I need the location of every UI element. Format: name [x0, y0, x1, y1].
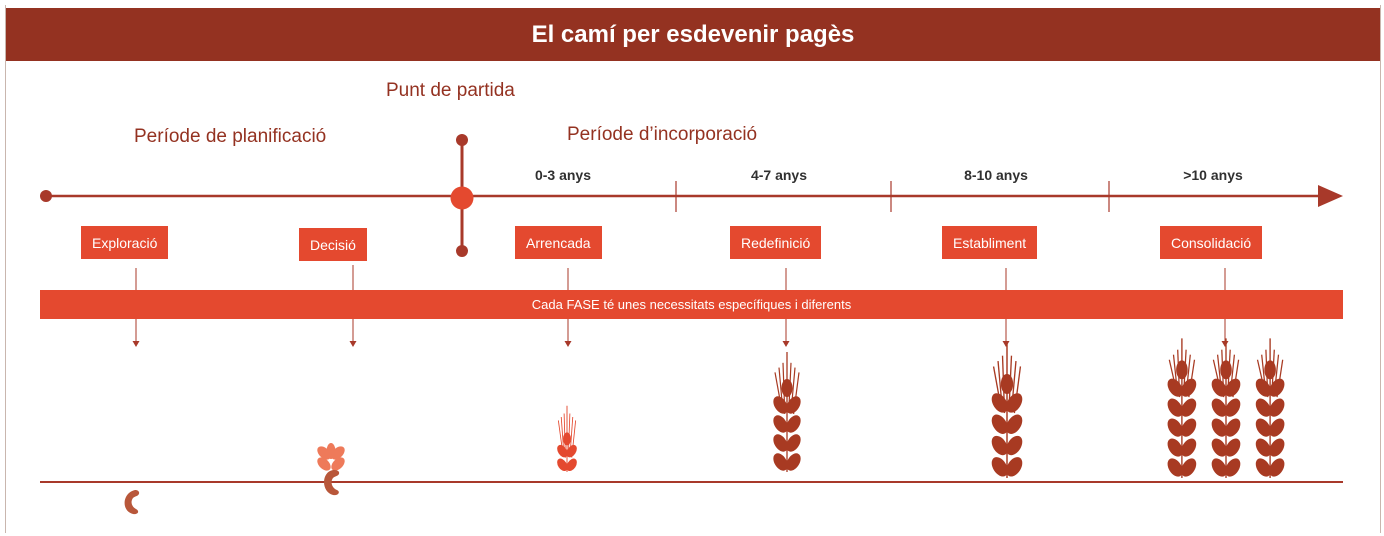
phase-establiment: Establiment — [942, 226, 1038, 259]
wheat-bundle-icon — [1167, 338, 1285, 478]
timeline-start-dot — [40, 190, 52, 202]
sprouting-seed-icon — [317, 443, 345, 496]
incorporation-period-label: Període d’incorporació — [567, 124, 758, 145]
phase-arrencada: Arrencada — [515, 226, 602, 259]
needs-band-text: Cada FASE té unes necessitats específiqu… — [531, 297, 852, 312]
period-label-0-3: 0-3 anys — [534, 167, 592, 183]
connector-arrowheads — [132, 341, 1229, 347]
start-marker-bottom-dot — [456, 245, 468, 257]
small-wheat-icon — [557, 405, 577, 472]
phase-redefinicio: Redefinició — [730, 226, 822, 259]
timeline-arrowhead — [1318, 185, 1343, 207]
title-bar: El camí per esdevenir pagès — [6, 8, 1380, 61]
planning-period-label: Període de planificació — [134, 126, 327, 147]
needs-band: Cada FASE té unes necessitats específiqu… — [40, 290, 1343, 319]
phase-consolidacio: Consolidació — [1160, 226, 1263, 259]
page-title: El camí per esdevenir pagès — [531, 20, 855, 48]
period-label-4-7: 4-7 anys — [750, 167, 808, 183]
start-marker-dot — [450, 186, 474, 210]
start-point-label: Punt de partida — [386, 80, 515, 101]
phase-decisio: Decisió — [299, 228, 367, 261]
period-label-10-plus: >10 anys — [1183, 167, 1243, 183]
period-label-8-10: 8-10 anys — [964, 167, 1028, 183]
frame — [5, 5, 1381, 533]
bean-seed-icon — [124, 490, 140, 515]
tall-wheat-ear-icon — [991, 343, 1023, 478]
wheat-ear-icon — [773, 352, 801, 472]
start-marker-top-dot — [456, 134, 468, 146]
phase-exploracio: Exploració — [81, 226, 169, 259]
